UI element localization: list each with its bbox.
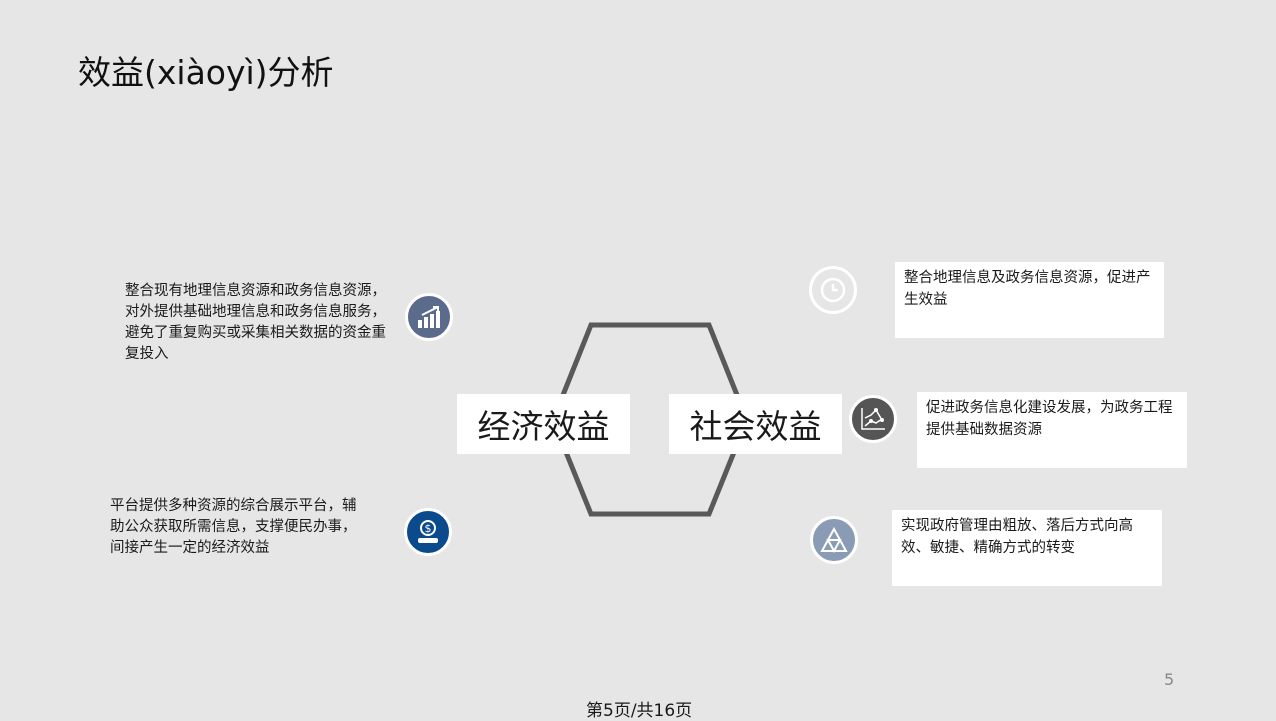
bar-chart-growth-icon (405, 293, 453, 341)
page-footer: 第5页/共16页 (586, 701, 693, 721)
dollar-person-icon: $ (404, 508, 452, 556)
svg-text:$: $ (425, 522, 432, 535)
economic-item-1-text: 整合现有地理信息资源和政务信息资源，对外提供基础地理信息和政务信息服务，避免了重… (125, 283, 386, 362)
social-item-1-box: 整合地理信息及政务信息资源，促进产生效益 (895, 262, 1164, 338)
economic-benefit-label: 经济效益 (457, 394, 630, 454)
history-clock-icon (809, 266, 857, 314)
social-item-2-box: 促进政务信息化建设发展，为政务工程提供基础数据资源 (917, 392, 1187, 468)
social-item-3-box: 实现政府管理由粗放、落后方式向高效、敏捷、精确方式的转变 (892, 510, 1162, 586)
page-title: 效益(xiàoyì)分析 (78, 53, 334, 92)
social-benefit-label: 社会效益 (669, 394, 842, 454)
economic-item-2-text: 平台提供多种资源的综合展示平台，辅助公众获取所需信息，支撑便民办事，间接产生一定… (110, 498, 357, 556)
triangle-icon (810, 516, 858, 564)
slide-number: 5 (1164, 670, 1175, 689)
line-chart-icon (849, 395, 897, 443)
